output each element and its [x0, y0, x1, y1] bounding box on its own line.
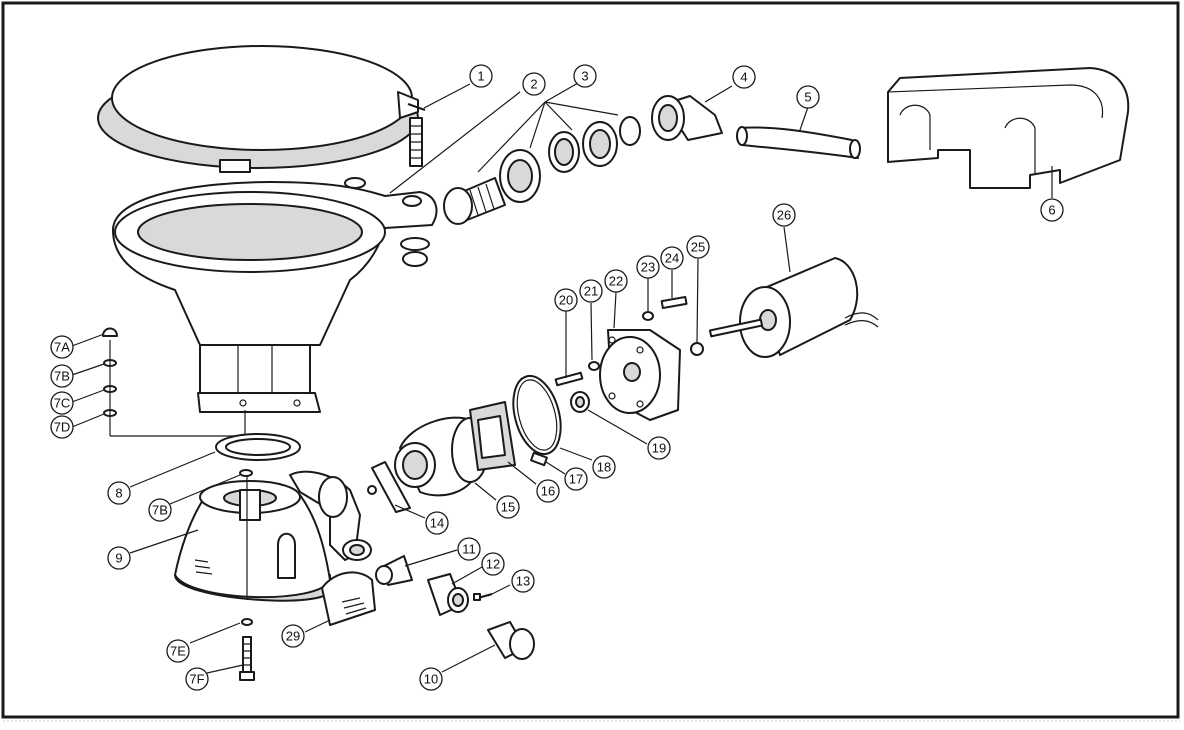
svg-text:21: 21 [584, 284, 598, 299]
svg-text:20: 20 [559, 293, 573, 308]
callout-10: 10 [419, 667, 443, 691]
set-screw-17 [530, 451, 548, 467]
fittings-3 [499, 116, 641, 203]
valve-parts-11-13 [375, 555, 535, 660]
svg-text:2: 2 [530, 77, 537, 92]
callout-19: 19 [647, 436, 671, 460]
callout-7f: 7F [185, 667, 209, 691]
svg-text:7B: 7B [152, 503, 168, 518]
svg-text:16: 16 [541, 484, 555, 499]
diagram-border [1, 1, 1180, 719]
svg-text:23: 23 [641, 260, 655, 275]
callout-1: 1 [469, 64, 493, 88]
motor-26 [708, 257, 879, 358]
svg-text:24: 24 [665, 251, 679, 266]
callout-15: 15 [496, 495, 520, 519]
svg-text:5: 5 [804, 90, 811, 105]
svg-text:11: 11 [462, 542, 476, 557]
inlet-spud-2 [443, 177, 506, 225]
svg-text:8: 8 [115, 486, 122, 501]
callout-26: 26 [772, 203, 796, 227]
callout-3: 3 [573, 64, 597, 88]
toilet-bowl [112, 177, 438, 413]
callout-14: 14 [425, 511, 449, 535]
svg-text:13: 13 [516, 574, 530, 589]
svg-text:1: 1 [477, 69, 484, 84]
svg-text:12: 12 [486, 557, 500, 572]
pump-base-9 [174, 470, 372, 681]
callout-16: 16 [536, 479, 560, 503]
motor-cover-6 [887, 67, 1130, 189]
washers-screws-23-25 [642, 295, 704, 356]
callout-12: 12 [481, 552, 505, 576]
svg-text:25: 25 [691, 240, 705, 255]
callout-7b: 7B [50, 364, 74, 388]
callout-24: 24 [660, 246, 684, 270]
svg-text:15: 15 [501, 500, 515, 515]
svg-text:29: 29 [286, 629, 300, 644]
callout-25: 25 [686, 235, 710, 259]
svg-text:10: 10 [424, 672, 438, 687]
callout-18: 18 [592, 455, 616, 479]
callout-23: 23 [636, 255, 660, 279]
callout-7d: 7D [50, 415, 74, 439]
svg-text:19: 19 [652, 441, 666, 456]
o-ring-18 [512, 374, 562, 456]
callout-7a: 7A [50, 335, 74, 359]
callout-21: 21 [579, 279, 603, 303]
seal-and-screws-19-21 [554, 361, 600, 413]
svg-text:7D: 7D [54, 420, 71, 435]
hose-5 [736, 126, 861, 159]
svg-text:7B: 7B [54, 369, 70, 384]
svg-text:3: 3 [581, 69, 588, 84]
callout-5: 5 [796, 85, 820, 109]
impeller-16 [469, 401, 516, 471]
svg-text:18: 18 [597, 460, 611, 475]
callout-11: 11 [457, 537, 481, 561]
svg-text:17: 17 [569, 472, 583, 487]
svg-text:4: 4 [740, 70, 747, 85]
mount-plate-22 [599, 329, 681, 421]
joker-valve-14 [367, 461, 411, 513]
callout-7e: 7E [166, 639, 190, 663]
svg-text:7A: 7A [54, 340, 70, 355]
svg-text:22: 22 [609, 274, 623, 289]
svg-text:14: 14 [430, 516, 444, 531]
callout-22: 22 [604, 269, 628, 293]
fasteners-7a-7d [102, 327, 246, 437]
svg-text:7F: 7F [189, 672, 204, 687]
callout-17: 17 [564, 467, 588, 491]
callout-7b-lower: 7B [148, 498, 172, 522]
gasket-8 [215, 433, 301, 477]
callout-4: 4 [732, 65, 756, 89]
base-cover-29 [321, 571, 376, 626]
callout-6: 6 [1040, 198, 1064, 222]
callout-13: 13 [511, 569, 535, 593]
svg-text:6: 6 [1048, 203, 1055, 218]
callout-20: 20 [554, 288, 578, 312]
callout-9: 9 [107, 546, 131, 570]
callout-7c: 7C [50, 391, 74, 415]
svg-text:7E: 7E [170, 644, 186, 659]
callout-8: 8 [107, 481, 131, 505]
elbow-4 [651, 95, 723, 141]
svg-text:9: 9 [115, 551, 122, 566]
svg-text:26: 26 [777, 208, 791, 223]
callout-29: 29 [281, 624, 305, 648]
callout-2: 2 [522, 72, 546, 96]
seat-lid [97, 45, 426, 173]
svg-text:7C: 7C [54, 396, 71, 411]
leader-lines [71, 82, 1053, 674]
